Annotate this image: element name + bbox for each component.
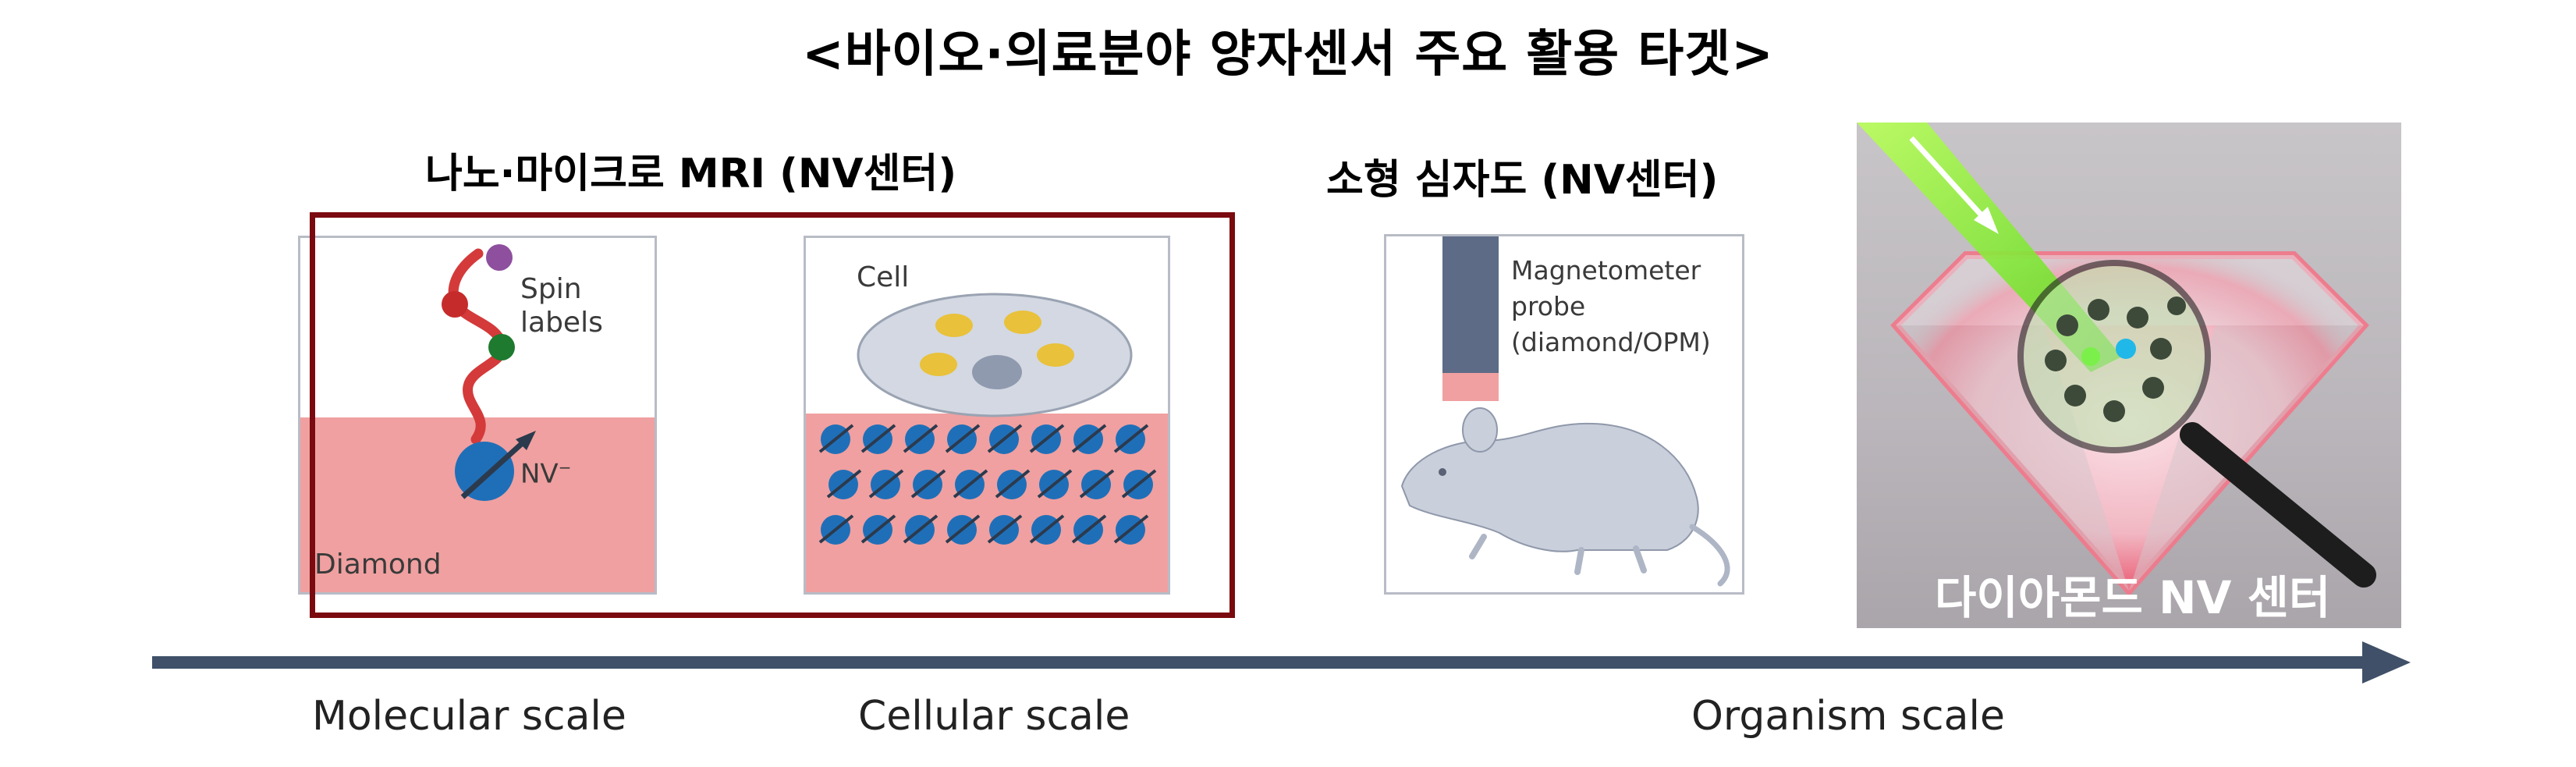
spin-arrow <box>868 469 904 499</box>
mri-heading: 나노·마이크로 MRI (NV센터) <box>425 151 957 197</box>
cellular-scale-label: Cellular scale <box>858 693 1130 740</box>
nv-label: NV− <box>520 458 571 489</box>
nv-superscript: − <box>558 458 572 477</box>
spin-arrow <box>1121 469 1157 499</box>
probe-label-line-1: Magnetometer <box>1511 255 1701 286</box>
spin-arrow <box>860 514 896 544</box>
spin-arrow <box>995 469 1031 499</box>
spin-arrow <box>945 424 981 453</box>
spin-label-molecule-illustration <box>442 244 536 501</box>
mri-highlight-box <box>310 212 1235 618</box>
spin-arrow <box>987 424 1023 453</box>
spin-arrow <box>818 514 854 544</box>
photo-caption: 다이아몬드 NV 센터 <box>1935 571 2331 624</box>
spin-arrow <box>987 514 1023 544</box>
spin-label-line-2: labels <box>520 307 603 339</box>
spin-arrow <box>903 514 939 544</box>
diamond-photo-illustration <box>1857 123 2376 597</box>
spin-arrow <box>945 514 981 544</box>
page-title: <바이오·의료분야 양자센서 주요 활용 타겟> <box>802 26 1774 83</box>
spin-arrow <box>1029 424 1065 453</box>
spin-arrow <box>1113 514 1149 544</box>
spin-arrow <box>1037 469 1073 499</box>
nv-text: NV <box>520 458 559 490</box>
spin-label-line-1: Spin <box>520 273 582 305</box>
magnetometer-probe-bar <box>1442 236 1499 373</box>
probe-label-line-3: (diamond/OPM) <box>1511 327 1711 357</box>
mcg-heading: 소형 심자도 (NV센터) <box>1326 157 1719 204</box>
spin-arrow <box>1071 514 1107 544</box>
spin-arrow <box>1113 424 1149 453</box>
spin-arrow <box>818 424 854 453</box>
mouse-illustration <box>1400 407 1730 587</box>
spin-arrow <box>1079 469 1115 499</box>
spin-arrow <box>1029 514 1065 544</box>
organism-scale-label: Organism scale <box>1691 693 2005 740</box>
diamond-nv-photo: 다이아몬드 NV 센터 <box>1857 123 2401 628</box>
cell-label: Cell <box>857 261 910 293</box>
probe-sensor-tip <box>1442 373 1499 401</box>
spin-arrow <box>1071 424 1107 453</box>
spin-arrow <box>910 469 946 499</box>
probe-label-line-2: probe <box>1511 291 1586 321</box>
spin-arrow <box>903 424 939 453</box>
nv-center-array <box>818 424 1157 545</box>
organism-panel: Magnetometer probe (diamond/OPM) <box>1384 234 1744 595</box>
diamond-label: Diamond <box>314 549 442 581</box>
spin-arrow <box>826 469 862 499</box>
spin-arrow <box>953 469 988 499</box>
cellular-panel: Cell <box>804 236 1170 595</box>
spin-arrow <box>860 424 896 453</box>
cell-on-nv-array-illustration <box>818 293 1157 545</box>
molecular-scale-label: Molecular scale <box>312 693 626 740</box>
molecular-panel: Spin labels NV− Diamond <box>298 236 657 595</box>
